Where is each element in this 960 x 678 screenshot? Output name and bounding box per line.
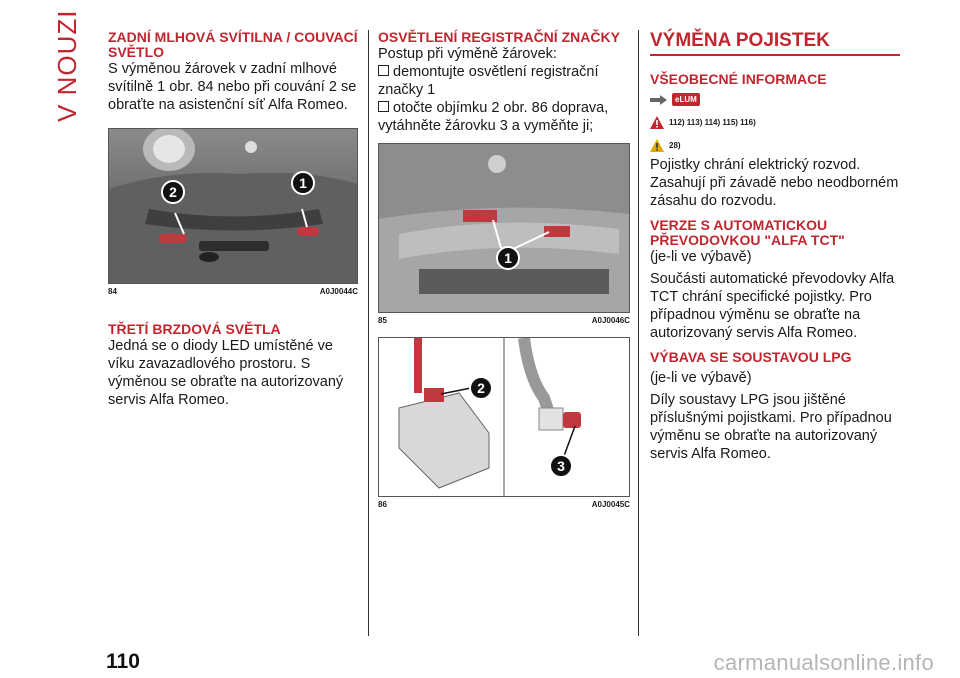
warning-references: 112) 113) 114) 115) 116): [669, 118, 756, 127]
section-title: VÝMĚNA POJISTEK: [650, 30, 830, 51]
pointing-hand-icon: [650, 94, 667, 105]
figure-code: A0J0044C: [319, 287, 358, 296]
figure-number: 86: [378, 500, 387, 509]
figure-code: A0J0046C: [591, 316, 630, 325]
column-divider: [638, 30, 639, 636]
heading-lpg: VÝBAVA SE SOUSTAVOU LPG: [650, 349, 852, 365]
checkbox-icon: [378, 65, 389, 76]
heading-rear-fog-light: ZADNÍ MLHOVÁ SVÍTILNA / COUVACÍ SVĚTLO: [108, 29, 358, 60]
watermark: carmanualsonline.info: [713, 650, 934, 675]
step-2: otočte objímku 2 obr. 86 doprava, vytáhn…: [378, 99, 630, 135]
tailgate-illustration: [379, 144, 629, 312]
figure-84: 2 1: [108, 128, 358, 284]
paragraph-tct: Součásti automatické převodovky Alfa TCT…: [650, 271, 895, 341]
callout-2: 2: [469, 376, 493, 400]
procedure-intro: Postup při výměně žárovek:: [378, 46, 557, 62]
figure-84-caption: 84 A0J0044C: [108, 287, 358, 296]
step-1-text: demontujte osvětlení registrační značky …: [378, 64, 599, 98]
car-rear-illustration: [109, 129, 357, 283]
caution-triangle-icon: [650, 139, 664, 152]
title-rule: [650, 54, 900, 56]
chapter-tab-label: V NOUZI: [52, 9, 82, 122]
step-1: demontujte osvětlení registrační značky …: [378, 63, 630, 99]
lpg-availability: (je-li ve výbavě): [650, 370, 752, 386]
paragraph-fuses: Pojistky chrání elektrický rozvod. Zasah…: [650, 157, 899, 209]
figure-86: 2 3: [378, 337, 630, 497]
danger-triangle-icon: [650, 116, 664, 129]
checkbox-icon: [378, 101, 389, 112]
figure-number: 84: [108, 287, 117, 296]
caution-references: 28): [669, 141, 681, 150]
column-2: OSVĚTLENÍ REGISTRAČNÍ ZNAČKY Postup při …: [378, 30, 630, 509]
figure-85-caption: 85 A0J0046C: [378, 316, 630, 325]
figure-number: 85: [378, 316, 387, 325]
callout-1: 1: [291, 171, 315, 195]
column-1: ZADNÍ MLHOVÁ SVÍTILNA / COUVACÍ SVĚTLO S…: [108, 30, 358, 409]
heading-plate-light: OSVĚTLENÍ REGISTRAČNÍ ZNAČKY: [378, 29, 620, 45]
figure-85: 1: [378, 143, 630, 313]
heading-tct: VERZE S AUTOMATICKOU PŘEVODOVKOU "ALFA T…: [650, 217, 845, 248]
figure-86-caption: 86 A0J0045C: [378, 500, 630, 509]
paragraph-brake-light: Jedná se o diody LED umístěné ve víku za…: [108, 338, 344, 408]
elum-row: eLUM: [650, 93, 900, 106]
column-divider: [368, 30, 369, 636]
callout-3: 3: [549, 454, 573, 478]
chapter-tab: V NOUZI: [52, 10, 82, 122]
elum-badge: eLUM: [672, 93, 700, 106]
callout-1: 1: [496, 246, 520, 270]
heading-general-info: VŠEOBECNÉ INFORMACE: [650, 71, 827, 87]
paragraph-lpg: Díly soustavy LPG jsou jištěné příslušný…: [650, 392, 892, 462]
warning-refs-row: 112) 113) 114) 115) 116): [650, 116, 900, 129]
column-3: VÝMĚNA POJISTEK VŠEOBECNÉ INFORMACE eLUM…: [650, 30, 900, 463]
page-number: 110: [106, 650, 140, 673]
tct-availability: (je-li ve výbavě): [650, 249, 752, 265]
paragraph-rear-fog: S výměnou žárovek v zadní mlhové svítiln…: [108, 61, 357, 113]
callout-2: 2: [161, 180, 185, 204]
caution-refs-row: 28): [650, 139, 900, 152]
figure-code: A0J0045C: [591, 500, 630, 509]
step-2-text: otočte objímku 2 obr. 86 doprava, vytáhn…: [378, 100, 609, 134]
heading-third-brake-light: TŘETÍ BRZDOVÁ SVĚTLA: [108, 321, 281, 337]
bulb-holder-illustration: [379, 338, 629, 496]
